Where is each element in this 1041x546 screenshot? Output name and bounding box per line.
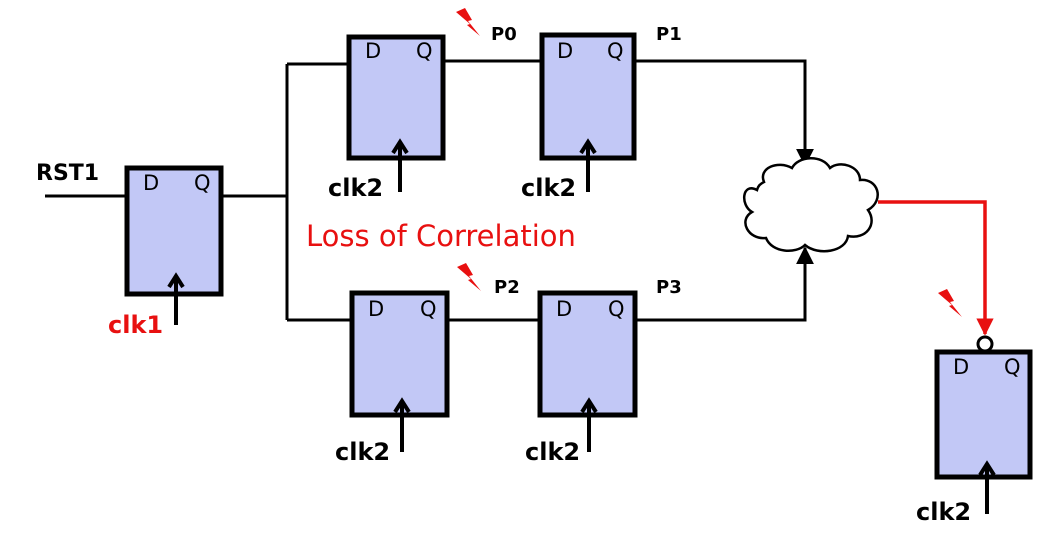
flipflop-upper-a: D Q clk2	[328, 34, 446, 202]
p0-label: P0	[491, 24, 517, 45]
q-pin-label: Q	[420, 297, 437, 321]
p2-label: P2	[494, 277, 520, 298]
d-pin-label: D	[365, 39, 381, 63]
d-pin-label: D	[556, 297, 572, 321]
q-pin-label: Q	[608, 297, 625, 321]
p1-wire	[634, 59, 814, 167]
flipflop-destination: D Q clk2	[916, 335, 1033, 526]
clk1-label: clk1	[108, 311, 163, 339]
flipflop-upper-b: D Q clk2	[521, 32, 637, 202]
clk2-label: clk2	[916, 498, 971, 526]
q-pin-label: Q	[194, 171, 211, 195]
q-pin-label: Q	[416, 39, 433, 63]
flipflop-lower-b: D Q clk2	[525, 290, 638, 466]
d-pin-label: D	[368, 297, 384, 321]
loss-of-correlation-label: Loss of Correlation	[306, 219, 576, 253]
clk2-label: clk2	[328, 174, 383, 202]
clk2-label: clk2	[521, 174, 576, 202]
lightning-bolt-icon	[457, 263, 481, 291]
flipflop-source: D Q clk1	[108, 165, 224, 339]
reset-output-wire	[878, 200, 994, 336]
d-pin-label: D	[557, 39, 573, 63]
flipflop-lower-a: D Q clk2	[335, 290, 450, 466]
p1-label: P1	[656, 24, 682, 45]
lightning-bolt-icon	[456, 8, 480, 36]
lightning-bolt-icon	[938, 289, 962, 317]
q-pin-label: Q	[1004, 355, 1021, 379]
clk2-label: clk2	[525, 438, 580, 466]
cloud-icon	[743, 157, 879, 253]
active-low-bubble	[976, 335, 994, 353]
d-pin-label: D	[143, 171, 159, 195]
p3-label: P3	[656, 277, 682, 298]
rst1-label: RST1	[36, 161, 99, 186]
clk2-label: clk2	[335, 438, 390, 466]
p3-wire	[635, 246, 814, 322]
d-pin-label: D	[953, 355, 969, 379]
q-pin-label: Q	[607, 39, 624, 63]
